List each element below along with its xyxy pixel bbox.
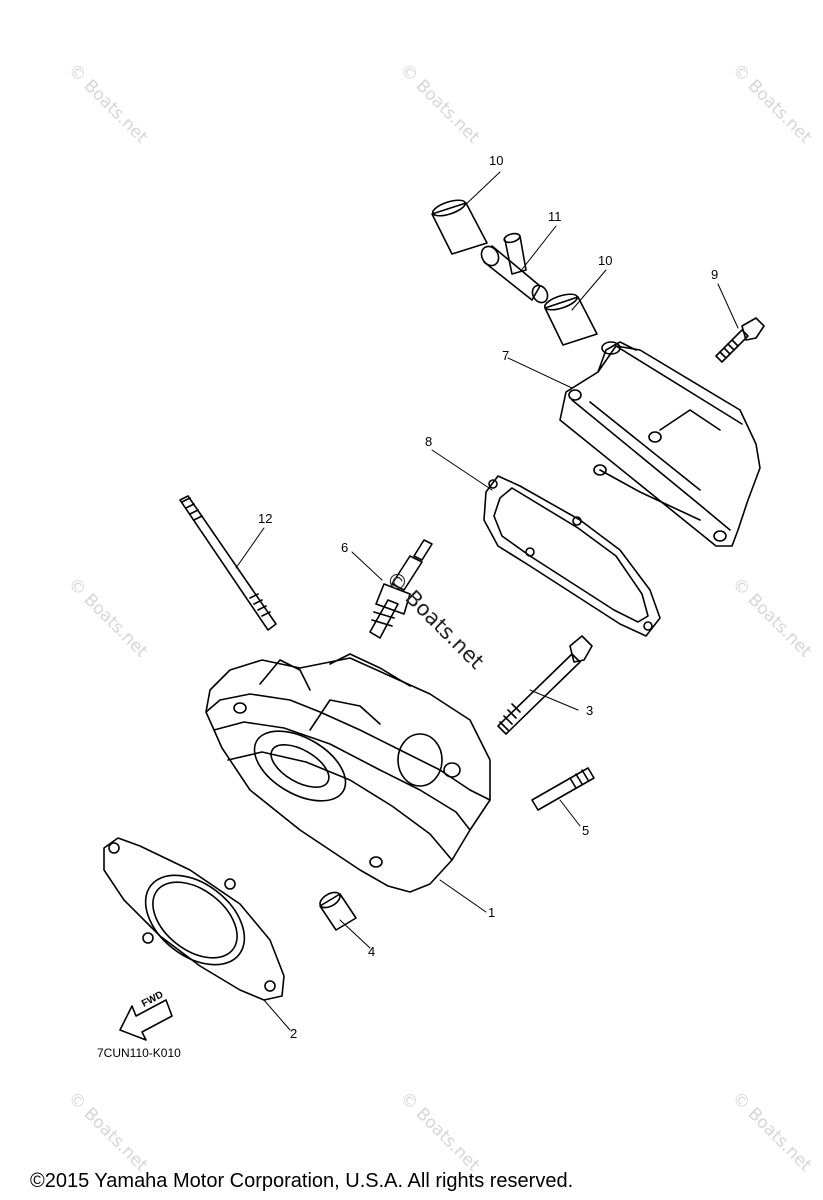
head-gasket <box>103 837 285 1001</box>
hose-sleeve-upper <box>431 199 488 255</box>
long-stud-bolt <box>179 495 277 631</box>
cover-gasket <box>483 475 661 637</box>
t-joint <box>480 232 549 304</box>
dowel-pin <box>319 891 357 931</box>
callout-10-lower: 10 <box>598 253 613 268</box>
cover-bolt <box>715 317 765 363</box>
leader-lines <box>235 171 739 1031</box>
callout-8: 8 <box>425 434 433 449</box>
callout-10-upper: 10 <box>489 153 504 168</box>
callout-3: 3 <box>586 703 594 718</box>
callout-7: 7 <box>502 348 510 363</box>
callout-9: 9 <box>711 267 719 282</box>
callout-11: 11 <box>548 209 562 224</box>
callout-1: 1 <box>488 905 496 920</box>
fwd-arrow-icon <box>119 999 173 1041</box>
head-cover <box>559 341 761 547</box>
callout-4: 4 <box>368 944 376 959</box>
hose-sleeve-lower <box>543 293 598 346</box>
callout-12: 12 <box>258 511 273 526</box>
spark-plug <box>369 539 433 639</box>
cylinder-head <box>205 653 491 893</box>
copyright-footer: ©2015 Yamaha Motor Corporation, U.S.A. A… <box>30 1170 574 1192</box>
short-stud <box>531 767 595 811</box>
head-bolt <box>497 635 593 735</box>
callout-5: 5 <box>582 823 590 838</box>
callout-2: 2 <box>290 1026 298 1041</box>
diagram-code: 7CUN110-K010 <box>97 1046 181 1060</box>
callout-6: 6 <box>341 540 349 555</box>
